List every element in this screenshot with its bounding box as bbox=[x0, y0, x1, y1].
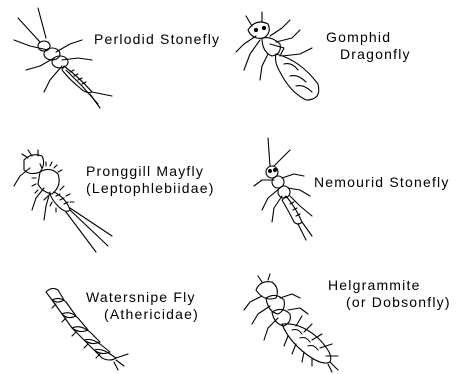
label-nemourid-stonefly: Nemourid Stonefly bbox=[314, 174, 450, 191]
label-gomphid-dragonfly: Gomphid Dragonfly bbox=[326, 29, 411, 63]
label-pronggill-mayfly-line2: (Leptophlebiidae) bbox=[86, 180, 215, 197]
label-helgrammite-line2: (or Dobsonfly) bbox=[346, 294, 451, 311]
label-pronggill-mayfly: Pronggill Mayfly (Leptophlebiidae) bbox=[86, 163, 215, 197]
label-pronggill-mayfly-name: Pronggill Mayfly bbox=[86, 163, 215, 180]
helgrammite-drawing bbox=[244, 274, 338, 372]
nemourid-stonefly-drawing bbox=[254, 138, 312, 240]
label-watersnipe-fly-line2: (Athericidae) bbox=[104, 306, 199, 323]
gomphid-dragonfly-drawing bbox=[236, 12, 319, 100]
label-gomphid-dragonfly-line2: Dragonfly bbox=[340, 46, 411, 63]
label-perlodid-stonefly-name: Perlodid Stonefly bbox=[94, 31, 220, 48]
label-watersnipe-fly-name: Watersnipe Fly bbox=[86, 289, 199, 306]
label-nemourid-stonefly-name: Nemourid Stonefly bbox=[314, 174, 450, 191]
label-perlodid-stonefly: Perlodid Stonefly bbox=[94, 31, 220, 48]
perlodid-stonefly-drawing bbox=[14, 8, 112, 108]
label-gomphid-dragonfly-name: Gomphid bbox=[326, 29, 411, 46]
label-helgrammite-name: Helgrammite bbox=[328, 277, 451, 294]
label-watersnipe-fly: Watersnipe Fly (Athericidae) bbox=[86, 289, 199, 323]
label-helgrammite: Helgrammite (or Dobsonfly) bbox=[328, 277, 451, 311]
